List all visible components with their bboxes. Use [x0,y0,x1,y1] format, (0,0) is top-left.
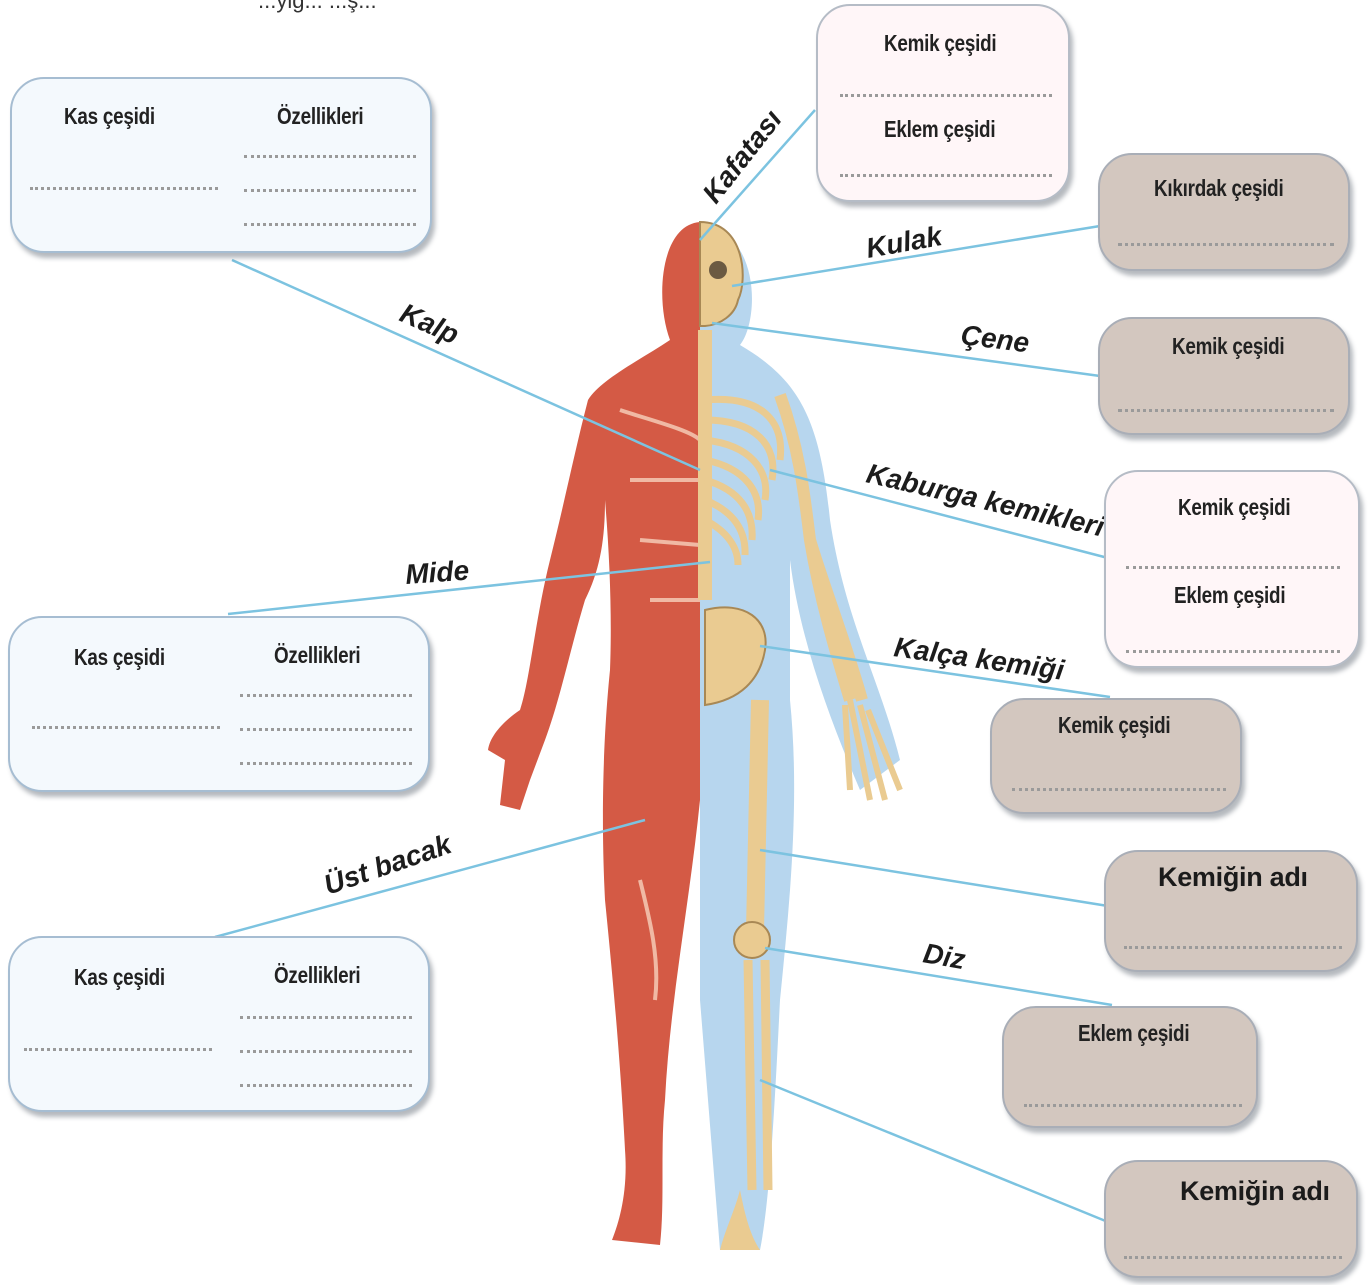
box-label: Kas çeşidi [74,964,165,991]
femur [755,700,760,930]
tibia-box: Kemiğin adı [1104,1160,1358,1278]
muscle-box-top: Kas çeşidi Özellikleri [10,77,432,253]
kafatasi-box: Kemik çeşidi Eklem çeşidi [816,4,1070,202]
box-label: Özellikleri [274,962,360,989]
answer-line[interactable] [1126,566,1340,569]
answer-line[interactable] [840,174,1052,177]
answer-line[interactable] [240,1016,412,1019]
part-label-mide: Mide [404,555,470,590]
kalca-box: Kemik çeşidi [990,698,1242,814]
kaburga-box: Kemik çeşidi Eklem çeşidi [1104,470,1360,668]
box-label: Kıkırdak çeşidi [1154,175,1283,202]
answer-line[interactable] [244,155,416,158]
box-label: Eklem çeşidi [1174,582,1285,609]
cene-box: Kemik çeşidi [1098,317,1350,435]
box-label: Özellikleri [277,103,363,130]
box-label: Kemik çeşidi [1178,494,1290,521]
muscle-box-bottom: Kas çeşidi Özellikleri [8,936,430,1112]
box-label: Kemiğin adı [1180,1176,1330,1207]
answer-line[interactable] [1124,946,1342,949]
answer-line[interactable] [30,187,218,190]
box-label: Kemik çeşidi [1058,712,1170,739]
eye-socket [709,261,727,279]
part-label-diz: Diz [921,937,968,975]
muscle-box-middle: Kas çeşidi Özellikleri [8,616,430,792]
part-label-kalp: Kalp [396,297,464,350]
box-label: Kemik çeşidi [1172,333,1284,360]
answer-line[interactable] [1118,243,1334,246]
answer-line[interactable] [1118,409,1334,412]
diz-box: Eklem çeşidi [1002,1006,1258,1128]
answer-line[interactable] [240,1050,412,1053]
answer-line[interactable] [32,726,220,729]
connector-kalp [232,260,700,470]
femur-box: Kemiğin adı [1104,850,1358,972]
knee-cap [734,922,770,958]
muscle-half [488,222,700,1245]
answer-line[interactable] [24,1048,212,1051]
connector-femur [760,850,1108,906]
answer-line[interactable] [240,762,412,765]
answer-line[interactable] [1126,650,1340,653]
answer-line[interactable] [1124,1256,1342,1259]
answer-line[interactable] [240,1084,412,1087]
part-label-kaburga: Kaburga kemikleri [864,458,1109,543]
answer-line[interactable] [240,728,412,731]
answer-line[interactable] [1024,1104,1242,1107]
part-label-kulak: Kulak [864,220,946,264]
answer-line[interactable] [240,694,412,697]
box-label: Eklem çeşidi [884,116,995,143]
part-label-cene: Çene [959,319,1031,358]
answer-line[interactable] [1012,788,1226,791]
box-label: Eklem çeşidi [1078,1020,1189,1047]
box-label: Kas çeşidi [74,644,165,671]
header-fragment: ...yiğ... ...ş... [258,0,377,14]
box-label: Kemiğin adı [1158,862,1308,893]
box-label: Özellikleri [274,642,360,669]
box-label: Kas çeşidi [64,103,155,130]
box-label: Kemik çeşidi [884,30,996,57]
answer-line[interactable] [840,94,1052,97]
kulak-box: Kıkırdak çeşidi [1098,153,1350,271]
answer-line[interactable] [244,223,416,226]
answer-line[interactable] [244,189,416,192]
